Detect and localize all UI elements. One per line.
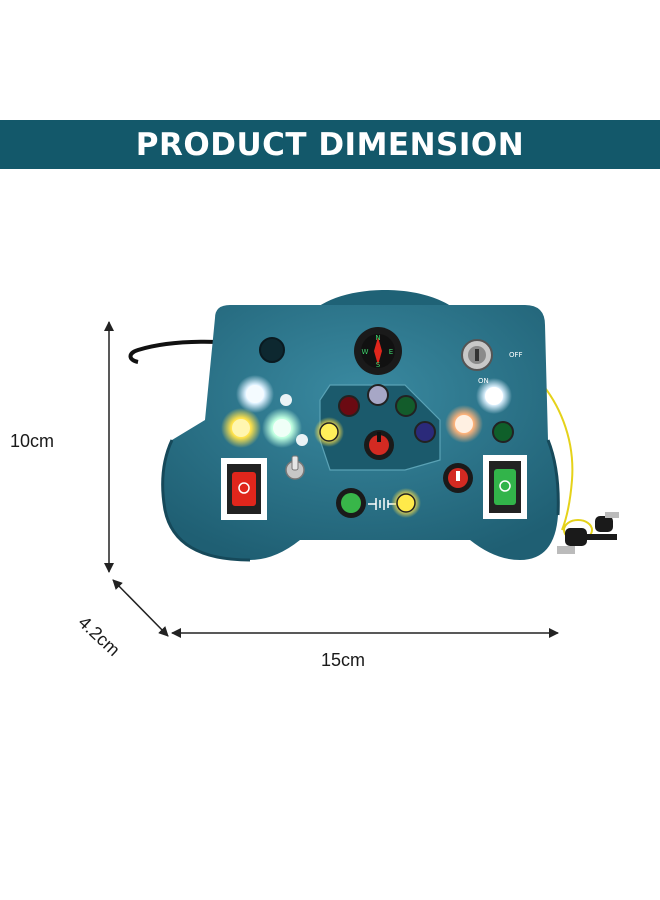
lavender-light-icon[interactable] (367, 384, 389, 406)
battery-symbol-icon (368, 498, 396, 510)
keys-icon (557, 512, 619, 554)
compass-icon: N E S W (354, 327, 402, 375)
right-green-light-icon[interactable] (492, 421, 514, 443)
usb-port-icon (259, 337, 285, 363)
minus-terminal-icon (296, 434, 308, 446)
yellow-light-icon[interactable] (232, 419, 250, 437)
red-rocker-switch[interactable] (221, 458, 267, 520)
white-light-icon[interactable] (246, 385, 264, 403)
green-push-button[interactable] (336, 488, 366, 518)
height-label: 10cm (10, 431, 55, 451)
compass-w: W (362, 348, 369, 356)
maroon-light-icon[interactable] (338, 395, 360, 417)
peach-light-icon[interactable] (455, 415, 473, 433)
banner-title: PRODUCT DIMENSION (135, 126, 525, 163)
rotary-knob[interactable] (364, 430, 394, 460)
key-off-label: OFF (509, 351, 523, 359)
depth-arrow (112, 579, 169, 637)
width-label: 15cm (321, 650, 366, 670)
green-light-icon[interactable] (273, 419, 291, 437)
green-rocker-switch[interactable] (483, 455, 527, 519)
red-push-button[interactable] (443, 463, 473, 493)
plus-terminal-icon (280, 394, 292, 406)
white-right-light-icon[interactable] (485, 387, 503, 405)
dark-green-light-icon[interactable] (395, 395, 417, 417)
key-switch-icon[interactable] (461, 339, 493, 371)
center-yellow-light-icon[interactable] (319, 422, 339, 442)
key-cord (530, 371, 574, 531)
blue-light-icon[interactable] (414, 421, 436, 443)
title-banner: PRODUCT DIMENSION (0, 120, 660, 169)
compass-n: N (375, 334, 380, 342)
key-on-label: ON (478, 377, 489, 385)
compass-e: E (389, 348, 393, 356)
toggle-switch-icon[interactable] (285, 455, 305, 480)
compass-s: S (376, 361, 381, 369)
bottom-yellow-light-icon[interactable] (396, 493, 416, 513)
